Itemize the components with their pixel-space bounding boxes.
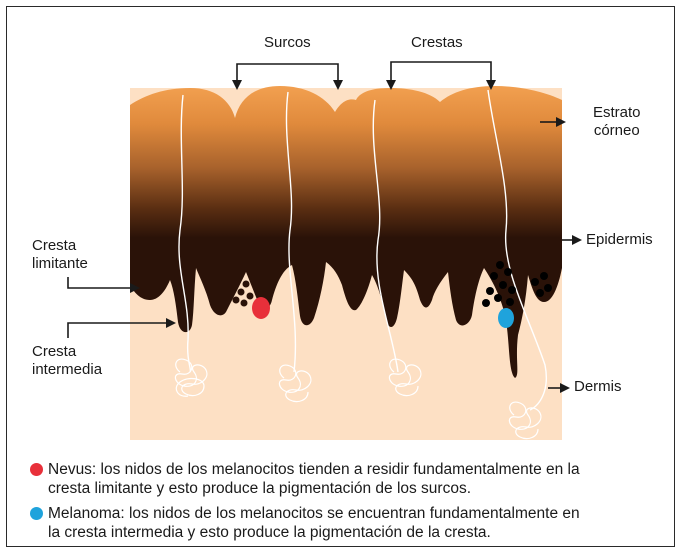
label-epidermis: Epidermis — [586, 231, 653, 249]
label-cresta-limitante: Cresta limitante — [32, 237, 88, 273]
legend-item-nevus: Nevus: los nidos de los melanocitos tien… — [30, 460, 660, 500]
label-crestas: Crestas — [411, 34, 463, 52]
label-dermis: Dermis — [574, 378, 622, 396]
nevus-marker — [252, 297, 270, 319]
legend-item-melanoma: Melanoma: los nidos de los melanocitos s… — [30, 504, 660, 544]
label-estrato-corneo: Estrato córneo — [593, 104, 641, 140]
red-dot-icon — [30, 463, 43, 476]
legend-text-nevus: Nevus: los nidos de los melanocitos tien… — [48, 460, 668, 498]
label-surcos: Surcos — [264, 34, 311, 52]
blue-dot-icon — [30, 507, 43, 520]
label-cresta-intermedia: Cresta intermedia — [32, 343, 102, 379]
melanoma-marker — [498, 308, 514, 328]
legend-text-melanoma: Melanoma: los nidos de los melanocitos s… — [48, 504, 668, 542]
